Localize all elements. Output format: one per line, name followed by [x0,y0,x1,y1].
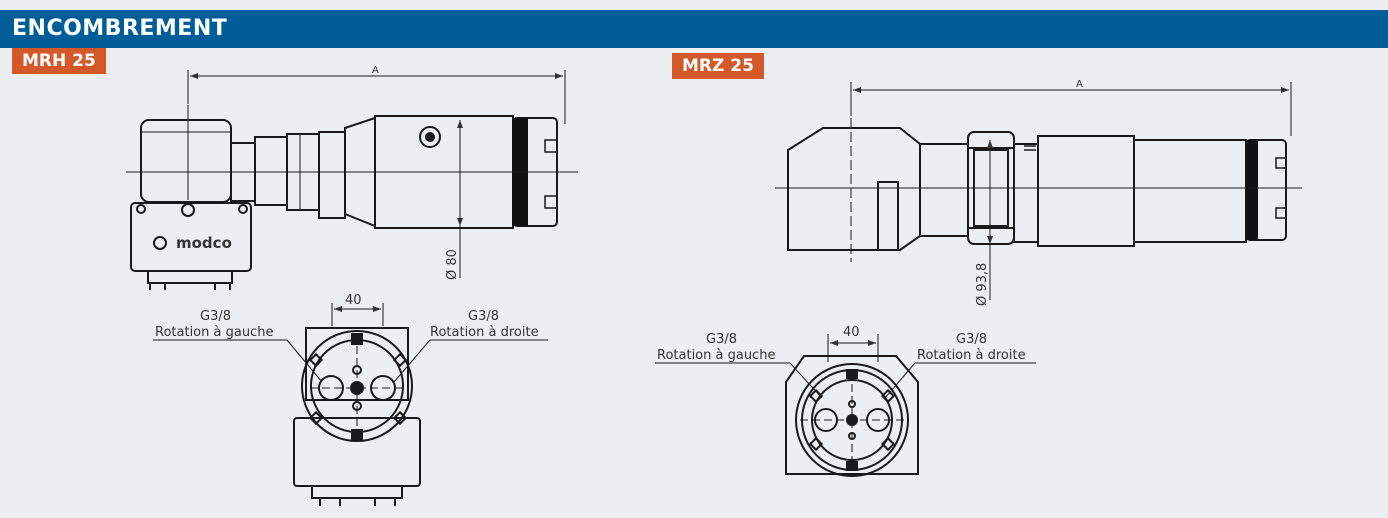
model-tag-mrz25: MRZ 25 [672,53,764,79]
mrh25-side-view [126,70,578,290]
mrz25-left-port-label: Rotation à gauche [657,348,775,363]
section-title: ENCOMBREMENT [12,16,228,41]
mrh25-left-thread: G3/8 [200,309,231,324]
model-tag-mrh25: MRH 25 [12,48,106,74]
mrz25-end-view [655,334,1036,477]
mrh25-right-thread: G3/8 [468,309,499,324]
mrh25-end-view [153,303,548,506]
mrh25-spacing-label: 40 [345,293,362,308]
mrh25-dim-a: A [372,65,379,76]
mrz25-left-thread: G3/8 [706,332,737,347]
mrz25-spacing-label: 40 [843,325,860,340]
mrz25-side-view [775,82,1302,300]
section-header: ENCOMBREMENT [0,10,1388,48]
mrz25-right-thread: G3/8 [956,332,987,347]
mrh25-diameter-label: Ø 80 [445,249,460,280]
mrh25-left-port-label: Rotation à gauche [155,325,273,340]
mrz25-diameter-label: Ø 93,8 [975,263,990,306]
mrz25-dim-a: A [1076,79,1083,90]
mrh25-brand-logo: modco [176,234,232,252]
mrh25-right-port-label: Rotation à droite [430,325,539,340]
mrz25-right-port-label: Rotation à droite [917,348,1026,363]
